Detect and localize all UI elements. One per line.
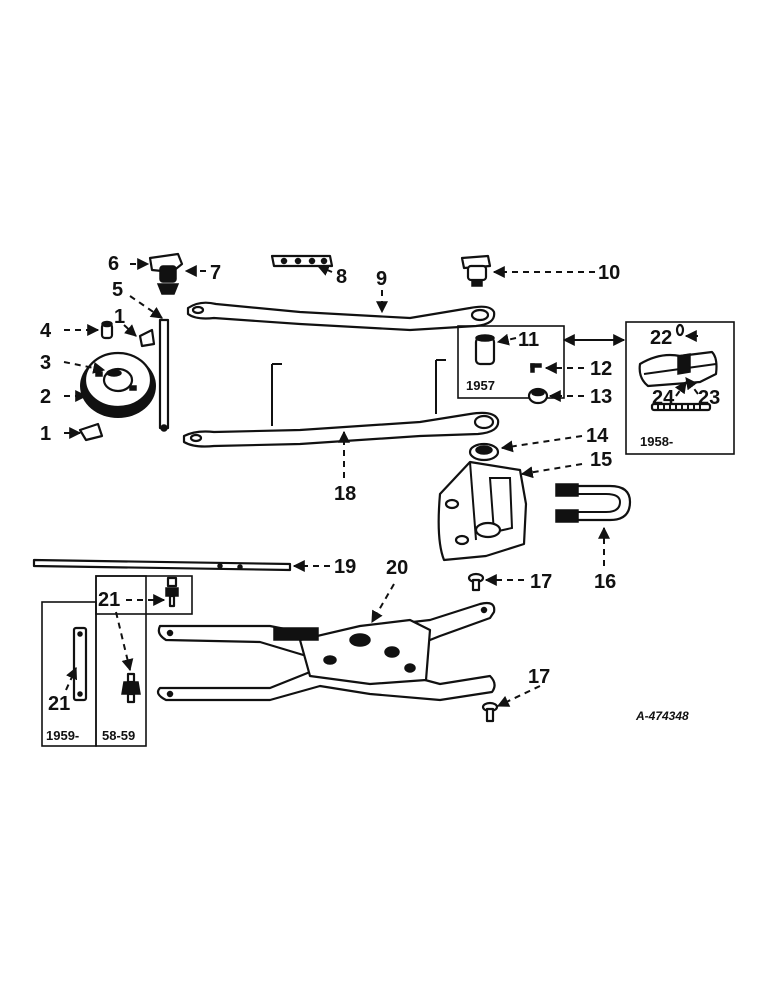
part-bushing-13 xyxy=(527,387,549,405)
part-clip-lower xyxy=(78,422,104,442)
callout-18: 18 xyxy=(334,483,356,505)
callout-6: 6 xyxy=(108,253,119,275)
year-label-1959: 1959- xyxy=(46,728,79,743)
part-u-bolt xyxy=(555,483,632,523)
part-pin-12 xyxy=(530,363,542,373)
year-label-1958: 1958- xyxy=(640,434,673,449)
part-long-rod xyxy=(32,558,292,572)
callout-21-upper: 21 xyxy=(98,589,120,611)
callout-21-lower: 21 xyxy=(48,693,70,715)
callout-24: 24 xyxy=(652,387,675,409)
year-label-1957: 1957 xyxy=(466,378,495,393)
callout-7: 7 xyxy=(210,262,221,284)
part-frame xyxy=(156,601,496,702)
part-steering-gear-top xyxy=(148,252,184,295)
callout-1-upper: 1 xyxy=(114,306,125,328)
part-bolster-bracket xyxy=(437,442,528,562)
part-bolt-17-upper xyxy=(467,572,485,592)
callout-13: 13 xyxy=(590,386,612,408)
callout-16: 16 xyxy=(594,571,616,593)
callout-14: 14 xyxy=(586,425,609,447)
diagram-reference-number: A-474348 xyxy=(635,709,689,723)
callout-15: 15 xyxy=(590,449,612,471)
part-bushing-11 xyxy=(474,334,496,366)
box-1958 xyxy=(625,321,735,455)
part-spindle xyxy=(460,254,492,287)
year-label-58-59: 58-59 xyxy=(102,728,135,743)
box-1959 xyxy=(41,601,97,747)
callout-9: 9 xyxy=(376,268,387,290)
part-tie-rod-18 xyxy=(182,359,500,448)
callout-19: 19 xyxy=(334,556,356,578)
callout-17-upper: 17 xyxy=(530,571,552,593)
callout-3: 3 xyxy=(40,352,51,374)
callout-12: 12 xyxy=(590,358,612,380)
callout-1-lower: 1 xyxy=(40,423,51,445)
part-drag-link-9 xyxy=(186,301,496,332)
part-gear-wheel xyxy=(80,351,156,418)
callout-20: 20 xyxy=(386,557,408,579)
box-1957 xyxy=(457,325,565,399)
callout-2: 2 xyxy=(40,386,51,408)
callout-numbers: 6 7 8 9 10 5 1 4 3 2 1 11 12 13 22 24 23… xyxy=(40,253,720,715)
part-strap-21 xyxy=(72,626,88,702)
callout-5: 5 xyxy=(112,279,123,301)
callout-11: 11 xyxy=(518,329,539,351)
part-clip-upper xyxy=(138,328,156,348)
callout-17-lower: 17 xyxy=(528,666,550,688)
callout-8: 8 xyxy=(336,266,347,288)
part-pin-4 xyxy=(100,320,114,340)
part-vertical-rod xyxy=(158,318,170,432)
part-switch-21-top xyxy=(165,576,179,608)
callout-22: 22 xyxy=(650,327,672,349)
part-switch-21-lower xyxy=(121,672,141,704)
part-bolt-17-lower xyxy=(481,701,499,723)
callout-4: 4 xyxy=(40,320,52,342)
callout-10: 10 xyxy=(598,262,620,284)
callout-23: 23 xyxy=(698,387,720,409)
part-spring-assembly xyxy=(638,323,718,412)
part-bracket-strip xyxy=(270,254,334,268)
leader-lines xyxy=(63,258,699,707)
